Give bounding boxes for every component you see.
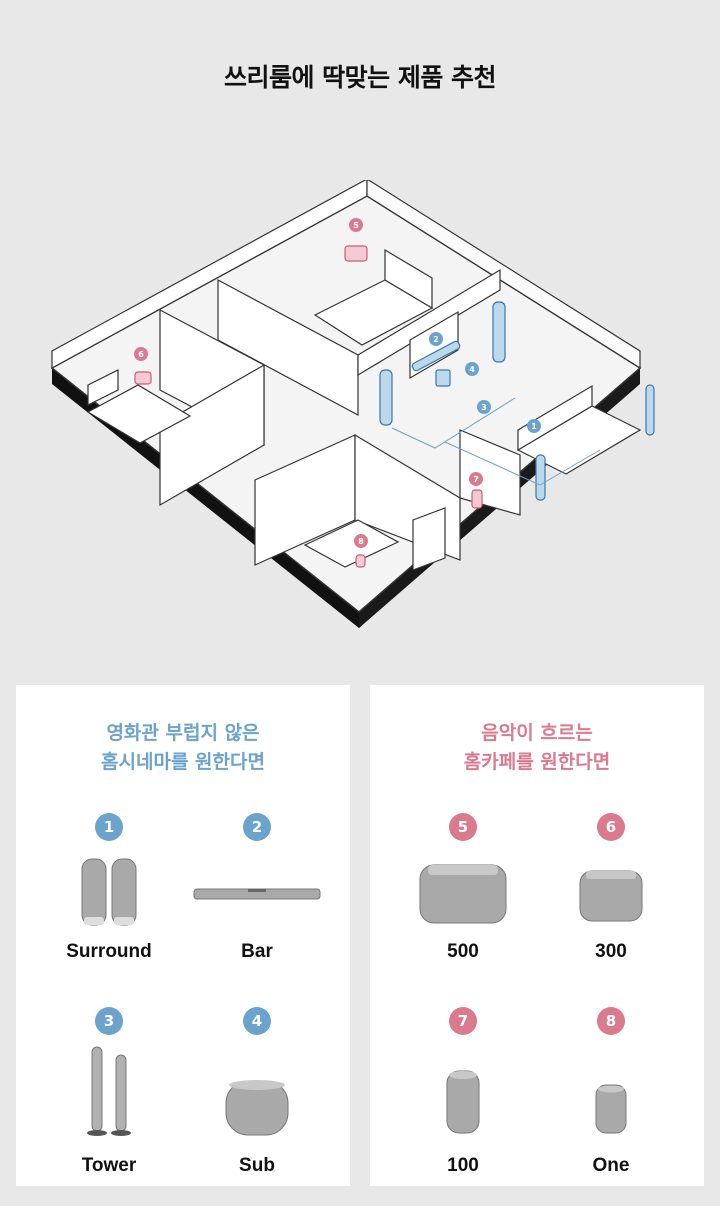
- product-surround[interactable]: 1 Surround: [34, 813, 184, 963]
- product-label: 300: [595, 941, 627, 962]
- subwoofer-image: [182, 1041, 332, 1136]
- citation-100-image: [388, 1041, 538, 1134]
- product-number-badge: 7: [449, 1007, 477, 1035]
- product-300[interactable]: 6 300: [536, 813, 686, 963]
- product-label: Sub: [239, 1155, 275, 1176]
- product-number-badge: 6: [597, 813, 625, 841]
- svg-text:3: 3: [481, 403, 487, 412]
- citation-300-image: [536, 847, 686, 937]
- product-label: Surround: [66, 941, 152, 962]
- product-500[interactable]: 5 500: [388, 813, 538, 963]
- product-number-badge: 2: [243, 813, 271, 841]
- svg-text:7: 7: [473, 475, 479, 484]
- soundbar-image: [182, 847, 332, 937]
- product-label: 100: [447, 1155, 479, 1176]
- product-tower[interactable]: 3 Tower: [34, 1007, 184, 1177]
- floorplan-marker-4: 4: [465, 362, 479, 376]
- home-cinema-heading: 영화관 부럽지 않은 홈시네마를 원한다면: [101, 722, 265, 773]
- product-number-badge: 5: [449, 813, 477, 841]
- home-cafe-heading: 음악이 흐르는 홈카페를 원한다면: [463, 722, 611, 773]
- product-label: Tower: [81, 1155, 137, 1176]
- product-one[interactable]: 8 One: [536, 1007, 686, 1177]
- product-number-badge: 8: [597, 1007, 625, 1035]
- product-label: 500: [447, 941, 479, 962]
- floorplan-illustration: 1 2 3 4 5 6 7 8: [50, 180, 655, 628]
- tower-speaker-image: [34, 1041, 184, 1136]
- product-bar[interactable]: 2 Bar: [182, 813, 332, 963]
- svg-text:5: 5: [353, 221, 359, 230]
- floorplan-marker-8: 8: [354, 534, 368, 548]
- floorplan-marker-6: 6: [134, 347, 148, 361]
- citation-500-image: [388, 847, 538, 937]
- home-cinema-card: 영화관 부럽지 않은 홈시네마를 원한다면 1 Surround 2 Bar 3: [16, 685, 350, 1186]
- product-sub[interactable]: 4 Sub: [182, 1007, 332, 1177]
- product-label: Bar: [241, 941, 273, 962]
- product-number-badge: 3: [95, 1007, 123, 1035]
- home-cafe-card: 음악이 흐르는 홈카페를 원한다면 5 500 6 300 7: [370, 685, 704, 1186]
- floorplan-marker-1: 1: [527, 419, 541, 433]
- citation-one-image: [536, 1041, 686, 1134]
- product-100[interactable]: 7 100: [388, 1007, 538, 1177]
- page-title: 쓰리룸에 딱맞는 제품 추천: [223, 63, 497, 92]
- svg-text:4: 4: [469, 365, 475, 374]
- product-number-badge: 1: [95, 813, 123, 841]
- svg-text:1: 1: [531, 422, 537, 431]
- svg-text:8: 8: [358, 537, 364, 546]
- svg-text:2: 2: [433, 335, 439, 344]
- floorplan-marker-2: 2: [429, 332, 443, 346]
- svg-text:6: 6: [138, 350, 144, 359]
- product-number-badge: 4: [243, 1007, 271, 1035]
- product-label: One: [592, 1155, 630, 1176]
- floorplan-marker-3: 3: [477, 400, 491, 414]
- surround-speaker-image: [34, 847, 184, 937]
- floorplan-marker-5: 5: [349, 218, 363, 232]
- floorplan-marker-7: 7: [469, 472, 483, 486]
